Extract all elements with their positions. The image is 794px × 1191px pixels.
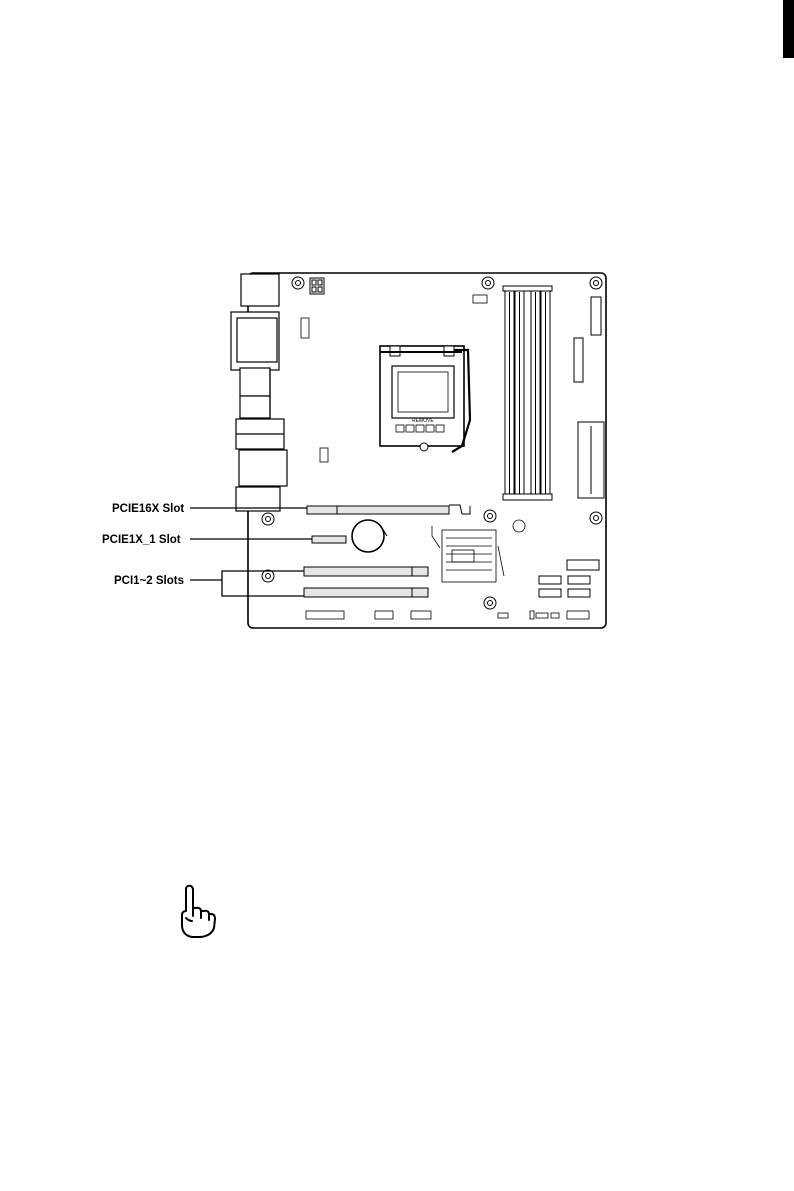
socket-label: REMOVE [412, 418, 434, 424]
pci-slots-label: PCI1~2 Slots [114, 575, 184, 587]
pcie1x-slot [312, 536, 346, 543]
power-connector-4pin [310, 278, 324, 294]
pointing-hand-icon [170, 882, 220, 942]
pcie16x-slot-label: PCIE16X Slot [112, 503, 184, 515]
pcie1x-slot-label: PCIE1X_1 Slot [102, 534, 181, 546]
pcie16x-slot [307, 505, 470, 514]
cpu-socket [380, 346, 470, 452]
